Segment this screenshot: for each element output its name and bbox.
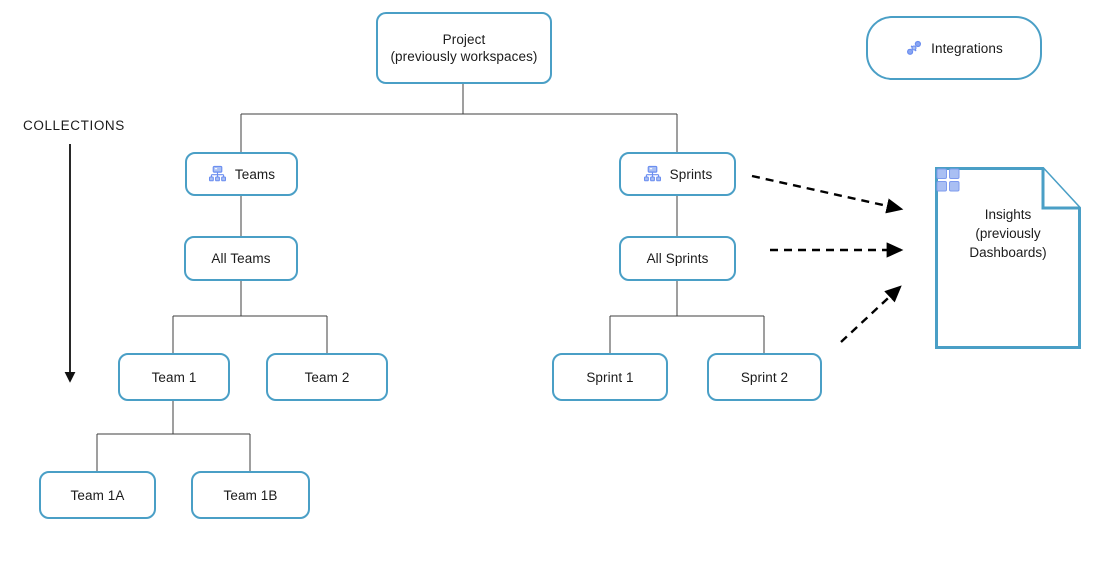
node-all-teams[interactable]: All Teams [184, 236, 298, 281]
node-team-2[interactable]: Team 2 [266, 353, 388, 401]
node-team-2-label: Team 2 [304, 369, 350, 385]
node-team-1-label: Team 1 [151, 369, 197, 385]
node-team-1a-label: Team 1A [70, 487, 125, 503]
node-integrations-label: Integrations [931, 40, 1003, 56]
node-teams[interactable]: Teams [185, 152, 298, 196]
edge-sprints-insights-dashed [751, 174, 904, 214]
node-project[interactable]: Project (previously workspaces) [376, 12, 552, 84]
node-all-sprints-label: All Sprints [646, 251, 709, 266]
node-integrations[interactable]: Integrations [866, 16, 1042, 80]
edge-sprint2-insights-dashed [840, 285, 902, 343]
node-sprint-2[interactable]: Sprint 2 [707, 353, 822, 401]
node-team-1b[interactable]: Team 1B [191, 471, 310, 519]
hierarchy-icon [208, 165, 227, 184]
node-all-sprints[interactable]: All Sprints [619, 236, 736, 281]
node-sprint-2-label: Sprint 2 [740, 369, 789, 385]
node-sprints-label: Sprints [669, 166, 713, 182]
hierarchy-icon [643, 165, 662, 184]
node-sprints[interactable]: Sprints [619, 152, 736, 196]
link-nodes-icon [905, 39, 923, 57]
node-insights-label: Insights (previously Dashboards) [969, 207, 1047, 260]
node-team-1[interactable]: Team 1 [118, 353, 230, 401]
node-insights[interactable]: Insights (previously Dashboards) [935, 167, 1081, 349]
node-sprint-1[interactable]: Sprint 1 [552, 353, 668, 401]
node-all-teams-label: All Teams [211, 251, 271, 266]
node-team-1b-label: Team 1B [223, 487, 278, 503]
node-team-1a[interactable]: Team 1A [39, 471, 156, 519]
node-sprint-1-label: Sprint 1 [586, 369, 634, 385]
collections-axis-label: COLLECTIONS [23, 118, 125, 133]
node-teams-label: Teams [234, 166, 276, 182]
node-project-label: Project (previously workspaces) [390, 32, 538, 64]
